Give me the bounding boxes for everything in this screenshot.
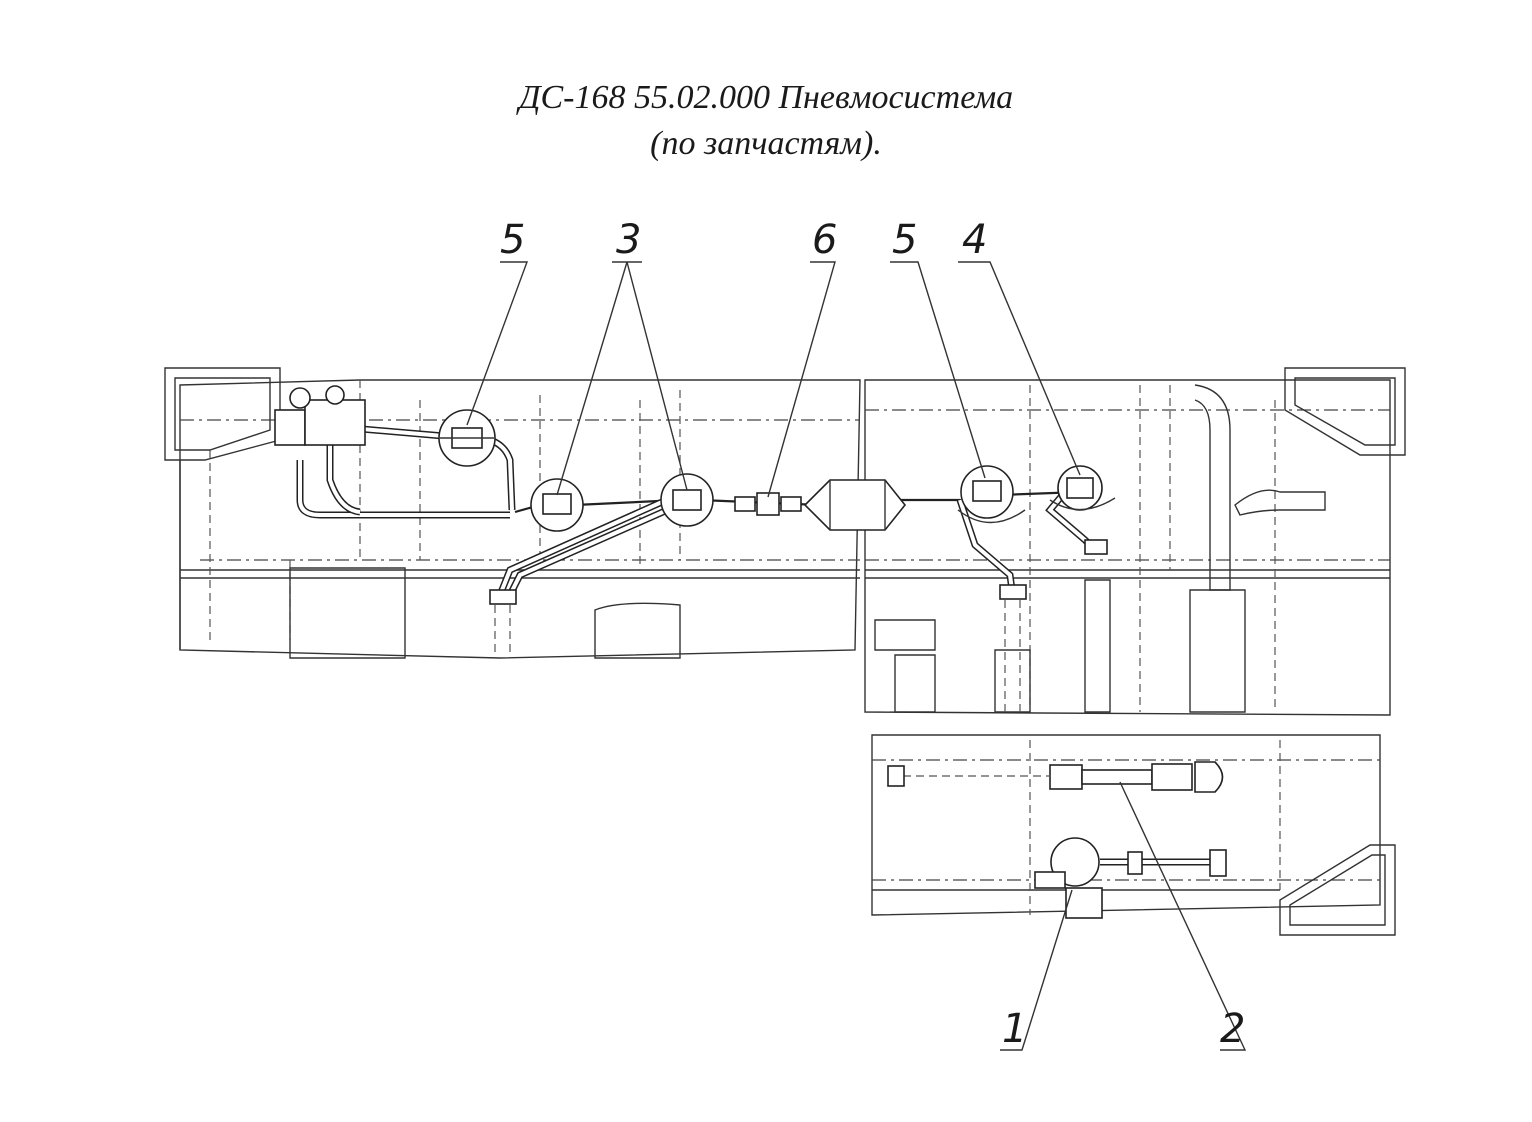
brake-chamber-5-right [957,465,1026,524]
compressor-1 [1034,837,1227,919]
upper-frame-right [864,367,1406,716]
cylinder-2 [887,761,1224,793]
callout-2: 2 [1220,1006,1245,1052]
brake-chamber-3-right [660,473,714,527]
callout-5-left: 5 [500,217,525,263]
receiver-center [803,479,907,531]
callout-4: 4 [962,217,987,263]
callout-1: 1 [1002,1006,1027,1052]
control-valve-block [274,385,366,446]
coupling-6 [734,492,802,516]
brake-chamber-4 [1049,465,1116,511]
drawing-title: ДС-168 55.02.000 Пневмосистема [518,79,1014,116]
callout-3: 3 [616,217,641,263]
upper-frame-left [164,367,861,659]
drawing-subtitle: (по запчастям). [650,125,882,162]
callout-6: 6 [812,217,837,263]
lower-brackets [489,539,1108,712]
brake-chamber-5-left [438,409,496,467]
callout-leaders [466,261,1247,1051]
lower-frame [871,734,1396,936]
brake-chamber-3-left [530,478,584,532]
callout-5-right: 5 [892,217,917,263]
